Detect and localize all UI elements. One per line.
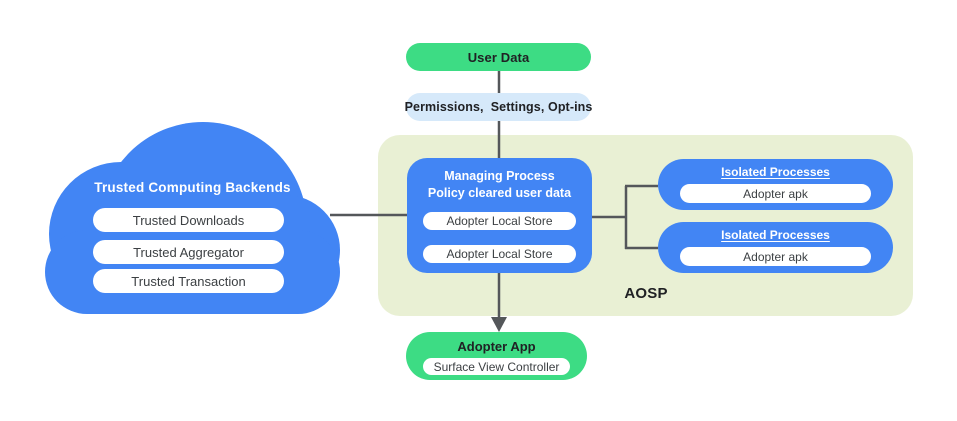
permissions-label: Permissions, Settings, Opt-ins: [404, 100, 593, 114]
managing-process-title: Managing Process Policy cleared user dat…: [407, 168, 592, 202]
managing-process-title-line1: Managing Process: [444, 169, 555, 183]
adopter-local-store-item: Adopter Local Store: [423, 212, 576, 230]
trusted-computing-backends-cloud: Trusted Computing Backends Trusted Downl…: [45, 118, 340, 314]
user-data-node: User Data: [406, 43, 591, 71]
isolated-processes-title: Isolated Processes: [721, 165, 830, 179]
adopter-app-title: Adopter App: [457, 339, 536, 354]
adopter-app-node: Adopter App Surface View Controller: [406, 332, 587, 380]
cloud-item-trusted-aggregator: Trusted Aggregator: [93, 240, 284, 264]
arrowhead-down-icon: [491, 317, 507, 332]
managing-process-title-line2: Policy cleared user data: [427, 186, 572, 200]
cloud-item-trusted-downloads: Trusted Downloads: [93, 208, 284, 232]
isolated-processes-title: Isolated Processes: [721, 228, 830, 242]
adopter-apk-item: Adopter apk: [680, 184, 871, 203]
aosp-label: AOSP: [624, 285, 668, 302]
cloud-title: Trusted Computing Backends: [94, 180, 291, 195]
permissions-settings-optins-node: Permissions, Settings, Opt-ins: [404, 93, 593, 121]
adopter-apk-item: Adopter apk: [680, 247, 871, 266]
managing-process-node: Managing Process Policy cleared user dat…: [407, 158, 592, 273]
isolated-processes-node: Isolated Processes Adopter apk: [658, 159, 893, 210]
isolated-processes-node: Isolated Processes Adopter apk: [658, 222, 893, 273]
adopter-local-store-item: Adopter Local Store: [423, 245, 576, 263]
user-data-label: User Data: [467, 49, 530, 65]
surface-view-controller-item: Surface View Controller: [423, 358, 570, 375]
cloud-item-trusted-transaction: Trusted Transaction: [93, 269, 284, 293]
